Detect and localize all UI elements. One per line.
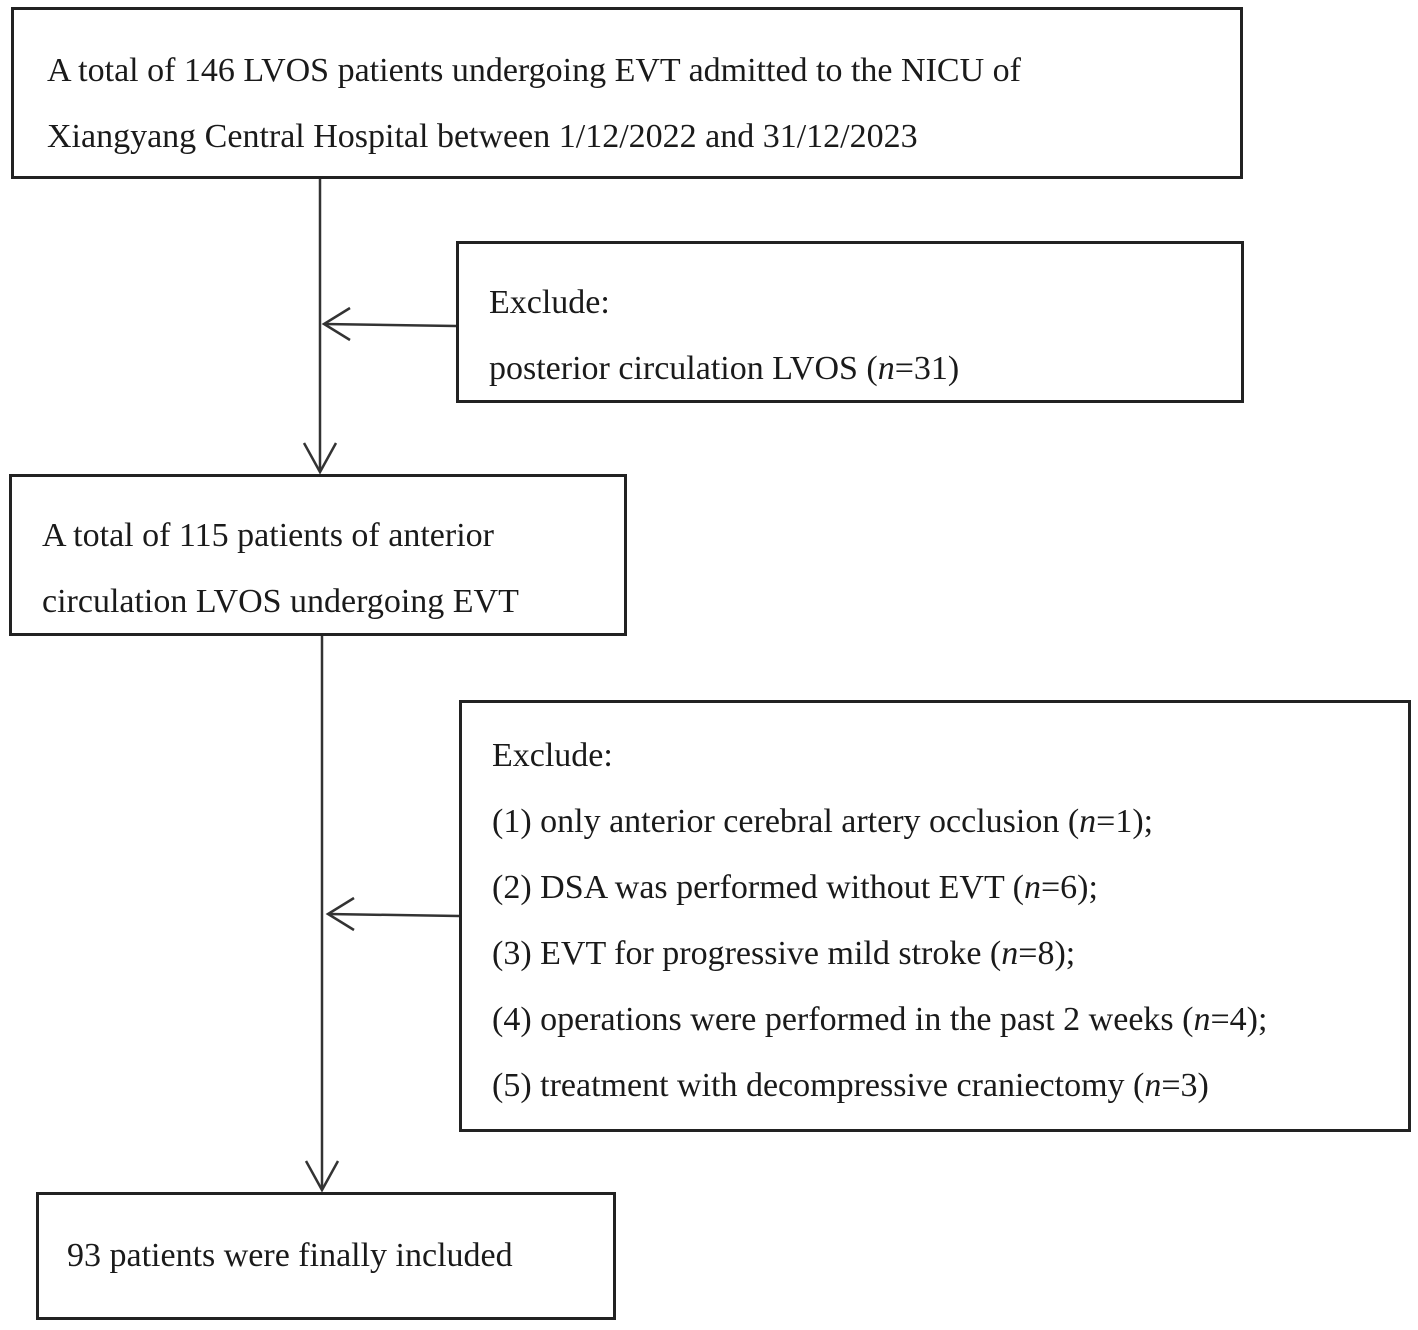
box-final-line-1: 93 patients were finally included (67, 1237, 513, 1274)
exclude2-item-1: (1) only anterior cerebral artery occlus… (492, 803, 1154, 840)
box-anterior-line-2: circulation LVOS undergoing EVT (42, 583, 519, 620)
box-anterior-circulation: A total of 115 patients of anterior circ… (9, 474, 627, 636)
box-final-included: 93 patients were finally included (36, 1192, 616, 1320)
connector-exclude1 (323, 322, 457, 328)
arrowhead-left-exclude1 (321, 306, 351, 342)
exclude2-item-5: (5) treatment with decompressive craniec… (492, 1067, 1209, 1104)
exclude2-item-2: (2) DSA was performed without EVT (n=6); (492, 869, 1098, 906)
exclude2-item-3: (3) EVT for progressive mild stroke (n=8… (492, 935, 1076, 972)
exclude2-heading: Exclude: (492, 737, 613, 774)
box-total-line-1: A total of 146 LVOS patients undergoing … (47, 52, 1021, 89)
arrowhead-left-exclude2 (325, 896, 355, 932)
box-anterior-line-1: A total of 115 patients of anterior (42, 517, 494, 554)
exclude2-item-4: (4) operations were performed in the pas… (492, 1001, 1268, 1038)
box-total-patients: A total of 146 LVOS patients undergoing … (11, 7, 1243, 179)
exclude1-item: posterior circulation LVOS (n=31) (489, 350, 960, 387)
connector-exclude2 (327, 912, 460, 918)
arrowhead-down-final (304, 1160, 340, 1193)
exclude1-heading: Exclude: (489, 284, 610, 321)
arrowhead-down-anterior (302, 442, 338, 475)
box-total-line-2: Xiangyang Central Hospital between 1/12/… (47, 118, 918, 155)
box-exclude-posterior: Exclude: posterior circulation LVOS (n=3… (456, 241, 1244, 403)
box-exclude-criteria: Exclude: (1) only anterior cerebral arte… (459, 700, 1411, 1132)
